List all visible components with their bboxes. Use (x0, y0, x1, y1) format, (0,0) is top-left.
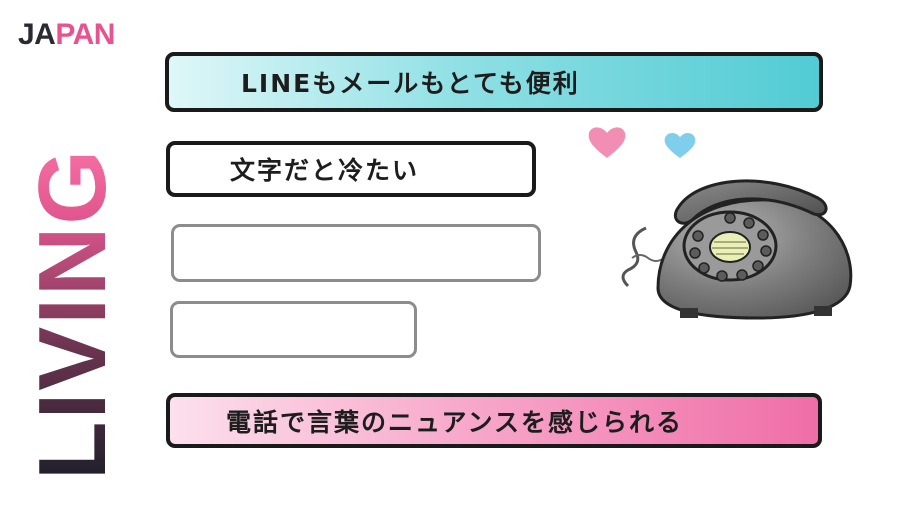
line-mail-convenient-text: LINEもメールもとても便利 (241, 69, 580, 98)
logo-living: LIVING (19, 147, 126, 480)
blank-box-2 (170, 301, 417, 358)
rotary-telephone-icon (621, 179, 853, 320)
blue-heart-icon (664, 132, 696, 158)
text-feels-cold-box: 文字だと冷たい (166, 141, 536, 197)
text-feels-cold-text: 文字だと冷たい (230, 156, 420, 185)
pink-heart-icon (588, 127, 626, 158)
blank-box-1 (171, 224, 541, 282)
line-mail-convenient-box: LINEもメールもとても便利 (165, 52, 823, 112)
logo-japan-part1: JA (18, 18, 56, 51)
logo-japan: JAPAN (18, 20, 115, 50)
phone-nuance-box: 電話で言葉のニュアンスを感じられる (166, 393, 822, 448)
logo-japan-part2: PAN (55, 18, 115, 51)
phone-nuance-text: 電話で言葉のニュアンスを感じられる (226, 407, 684, 437)
